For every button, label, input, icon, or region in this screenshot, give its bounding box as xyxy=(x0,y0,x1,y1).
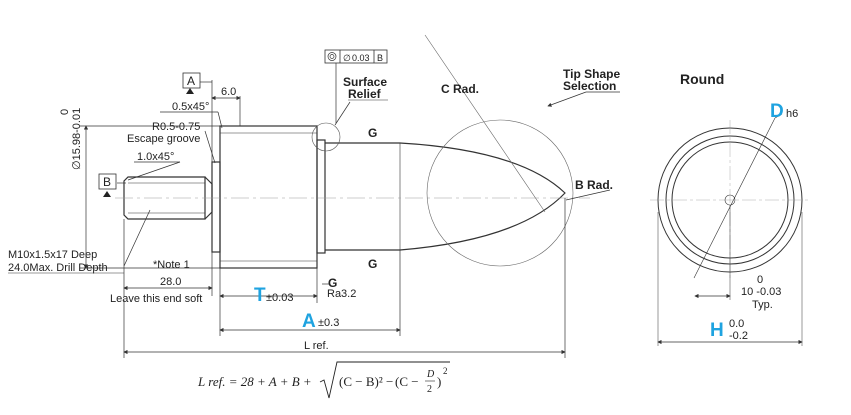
dim-28-label: 28.0 xyxy=(160,276,181,288)
d-letter: D xyxy=(770,101,784,122)
dim-6-label: 6.0 xyxy=(221,86,236,98)
formula-lhs: L ref. = 28 + A + B + xyxy=(197,374,312,389)
diameter-symbol-icon: ∅ xyxy=(343,53,351,63)
typ-label: Typ. xyxy=(752,299,773,311)
end-view xyxy=(650,113,810,346)
datum-a-label: A xyxy=(187,74,195,88)
formula-frac-num: D xyxy=(426,369,435,380)
g-mark-lower: G xyxy=(328,276,337,290)
typ-value-label: 10 -0.03 xyxy=(741,286,781,298)
dia-main-label: ∅15.98-0.01 xyxy=(71,108,83,170)
formula: L ref. = 28 + A + B + (C − B)² − (C − D … xyxy=(197,361,450,399)
tol-t-label: ±0.03 xyxy=(266,292,293,304)
d-subscript: h6 xyxy=(786,108,798,120)
formula-sq: 2 xyxy=(443,366,448,376)
g-mark-bottom: G xyxy=(368,257,377,271)
thread-label-2: 24.0Max. Drill Depth xyxy=(8,262,108,274)
typ-zero-label: 0 xyxy=(757,274,763,286)
escape-label: Escape groove xyxy=(127,133,200,145)
a-letter: A xyxy=(302,311,316,332)
t-letter: T xyxy=(254,285,266,306)
surface-label-2: Relief xyxy=(348,87,382,101)
tip-label-1: Tip Shape xyxy=(563,67,620,81)
ra-label: Ra3.2 xyxy=(327,288,356,300)
note1-label: *Note 1 xyxy=(153,259,190,271)
formula-term1: (C − B)² − xyxy=(339,374,393,389)
datum-b-label: B xyxy=(103,175,111,189)
round-label: Round xyxy=(680,71,724,87)
chamfer-10-label: 1.0x45° xyxy=(137,151,174,163)
dimension-lines xyxy=(80,61,620,358)
b-rad-label: B Rad. xyxy=(575,178,613,192)
fcf-value: 0.03 xyxy=(352,53,370,63)
thread-label-1: M10x1.5x17 Deep xyxy=(8,249,97,261)
soft-label: Leave this end soft xyxy=(110,293,202,305)
fcf-datum: B xyxy=(377,53,383,63)
g-mark-top: G xyxy=(368,126,377,140)
radius-label: R0.5-0.75 xyxy=(152,121,200,133)
feature-control-frame: ∅ 0.03 B xyxy=(324,49,388,64)
h-upper-tol: 0.0 xyxy=(729,318,744,330)
part-outline xyxy=(123,125,566,269)
formula-frac-den: 2 xyxy=(427,384,432,395)
c-radius-circle xyxy=(426,119,574,267)
lref-label: L ref. xyxy=(304,340,329,352)
c-rad-label: C Rad. xyxy=(441,82,479,96)
formula-term2-close: ) xyxy=(437,374,441,389)
h-lower-tol: -0.2 xyxy=(729,330,748,342)
dia-tol-label: 0 xyxy=(59,109,71,115)
relief-detail-circle xyxy=(311,122,341,152)
tol-a-label: ±0.3 xyxy=(318,317,339,329)
surface-label-1: Surface xyxy=(343,75,387,89)
concentricity-icon xyxy=(327,52,337,61)
tip-label-2: Selection xyxy=(563,79,616,93)
chamfer-05-label: 0.5x45° xyxy=(172,101,209,113)
h-letter: H xyxy=(710,320,724,341)
formula-term2-open: (C − xyxy=(395,374,419,389)
